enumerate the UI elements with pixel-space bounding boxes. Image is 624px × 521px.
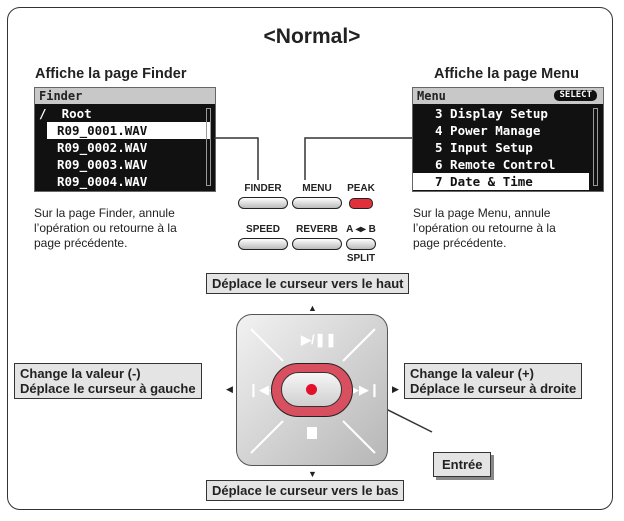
menu-button-label: MENU (302, 183, 332, 194)
finder-row-2: R09_0002.WAV (57, 140, 148, 155)
menu-row-5: 5 Input Setup (435, 140, 533, 155)
menu-button[interactable] (292, 197, 342, 209)
record-dot-icon (306, 384, 317, 395)
peak-label: PEAK (347, 183, 375, 194)
select-badge: SELECT (554, 90, 597, 101)
finder-screen: Finder / Root R09_0001.WAV R09_0002.WAV … (34, 87, 216, 192)
ab-split-button[interactable] (346, 238, 376, 250)
finder-description: Sur la page Finder, annule l’opération o… (34, 206, 177, 250)
finder-screen-title: Finder (35, 88, 215, 104)
record-button[interactable] (281, 372, 342, 407)
skip-forward-icon[interactable]: ▶▶❙ (349, 382, 380, 397)
finder-row-3: R09_0003.WAV (57, 157, 148, 172)
finder-button[interactable] (238, 197, 288, 209)
record-button-ring[interactable] (271, 363, 353, 417)
stop-icon[interactable] (307, 427, 317, 439)
finder-button-label: FINDER (244, 183, 282, 194)
reverb-button[interactable] (292, 238, 342, 250)
peak-indicator (349, 198, 373, 209)
speed-button-label: SPEED (246, 224, 280, 235)
callout-left: Change la valeur (-) Déplace le curseur … (14, 363, 202, 399)
callout-up: Déplace le curseur vers le haut (206, 273, 410, 294)
outer-frame (7, 7, 613, 510)
menu-screen: Menu SELECT 3 Display Setup 4 Power Mana… (412, 87, 604, 192)
menu-row-3: 3 Display Setup (435, 106, 548, 121)
menu-description: Sur la page Menu, annule l’opération ou … (413, 206, 556, 250)
callout-down: Déplace le curseur vers le bas (206, 480, 405, 501)
reverb-button-label: REVERB (296, 224, 338, 235)
menu-row-7: 7 Date & Time (413, 173, 589, 190)
up-arrow-icon: ▲ (308, 303, 317, 313)
mode-title: <Normal> (263, 25, 361, 48)
finder-row-1: R09_0001.WAV (47, 122, 211, 139)
callout-enter: Entrée (433, 452, 492, 477)
menu-row-6: 6 Remote Control (435, 157, 556, 172)
dpad: ▶/❚❚ ❙◀◀ ▶▶❙ (236, 314, 388, 466)
menu-heading: Affiche la page Menu (434, 66, 580, 82)
finder-row-root: / Root (39, 106, 92, 121)
ab-button-label: A ◂▸ B (346, 224, 376, 235)
down-arrow-icon: ▼ (308, 469, 317, 479)
menu-row-4: 4 Power Manage (435, 123, 541, 138)
finder-row-4: R09_0004.WAV (57, 174, 148, 189)
left-arrow-icon: ◀ (226, 384, 233, 394)
callout-right: Change la valeur (+) Déplace le curseur … (404, 363, 583, 399)
finder-heading: Affiche la page Finder (35, 66, 187, 82)
play-pause-icon[interactable]: ▶/❚❚ (301, 332, 337, 347)
right-arrow-icon: ▶ (392, 384, 399, 394)
speed-button[interactable] (238, 238, 288, 250)
split-label: SPLIT (346, 253, 376, 264)
finder-scrollbar (206, 108, 211, 186)
dpad-graphics (250, 328, 376, 454)
menu-scrollbar (593, 108, 598, 186)
